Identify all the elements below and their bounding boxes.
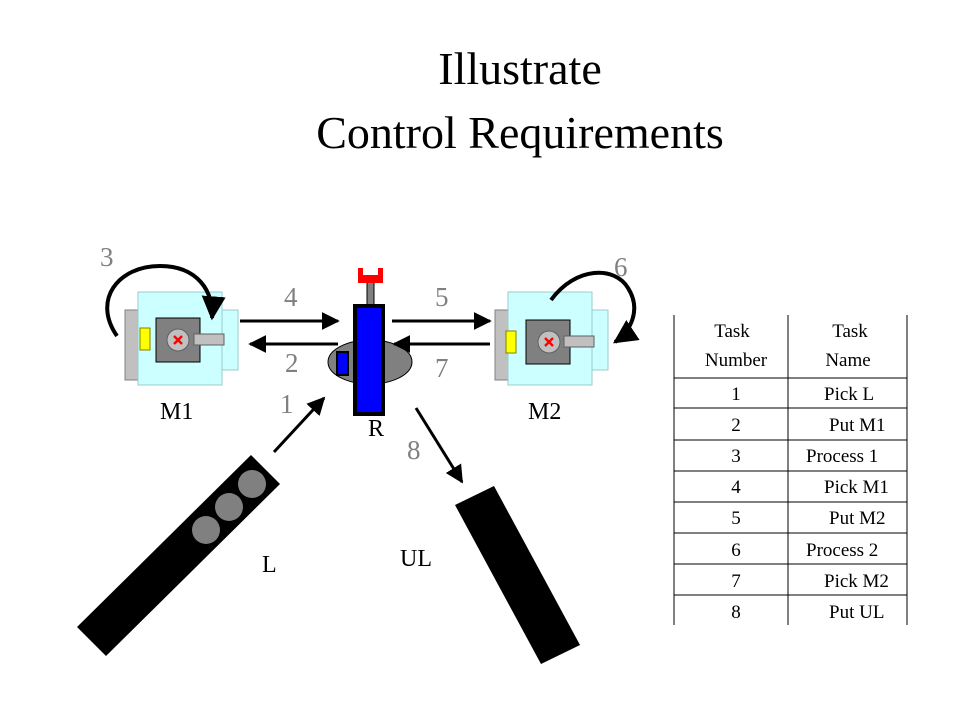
label-robot: R: [368, 416, 384, 442]
arrow-task-6: [549, 270, 640, 344]
task-number-4: 4: [284, 282, 298, 312]
loader-l: [77, 455, 280, 656]
label-loader: L: [262, 552, 277, 578]
unloader-ul: [455, 486, 580, 664]
arrow-task-3: [105, 263, 226, 338]
task-number-cell: 1: [731, 384, 741, 405]
header-task-name-2: Name: [825, 350, 870, 371]
close-icon: [173, 335, 183, 345]
task-table: Task Number Task Name 1 Pick L 2 Put M1 …: [673, 315, 908, 625]
label-unloader: UL: [400, 546, 432, 572]
title-line-2: Control Requirements: [316, 107, 724, 158]
task-number-cell: 4: [731, 477, 741, 498]
task-name-cell: Pick L: [824, 384, 874, 405]
task-number-cell: 6: [731, 540, 741, 561]
header-task-number-2: Number: [705, 350, 768, 371]
header-task-number-1: Task: [714, 321, 750, 342]
label-m1: M1: [160, 399, 193, 425]
task-number-cell: 5: [731, 508, 741, 529]
task-name-cell: Pick M1: [824, 477, 889, 498]
task-number-5: 5: [435, 282, 449, 312]
task-name-cell: Put M2: [829, 508, 886, 529]
title-line-1: Illustrate: [438, 43, 602, 94]
arrow-task-8: [414, 407, 464, 484]
task-number-cell: 7: [731, 571, 741, 592]
task-number-7: 7: [435, 353, 449, 383]
machine-m2: [494, 291, 609, 386]
task-number-1: 1: [280, 389, 294, 419]
close-icon: [544, 337, 554, 347]
gripper-icon: [358, 268, 383, 283]
task-number-3: 3: [100, 242, 114, 272]
label-m2: M2: [528, 399, 561, 425]
task-number-cell: 2: [731, 415, 741, 436]
arrow-task-1: [272, 396, 326, 454]
task-name-cell: Process 1: [806, 446, 878, 467]
task-name-cell: Process 2: [806, 540, 878, 561]
task-number-cell: 3: [731, 446, 741, 467]
task-number-cell: 8: [731, 602, 741, 623]
task-number-8: 8: [407, 435, 421, 465]
task-number-6: 6: [614, 252, 628, 282]
task-name-cell: Put UL: [829, 602, 884, 623]
header-task-name-1: Task: [832, 321, 868, 342]
robot-r: [327, 268, 413, 416]
task-name-cell: Put M1: [829, 415, 886, 436]
task-name-cell: Pick M2: [824, 571, 889, 592]
task-number-2: 2: [285, 348, 299, 378]
machine-m1: [124, 291, 239, 386]
